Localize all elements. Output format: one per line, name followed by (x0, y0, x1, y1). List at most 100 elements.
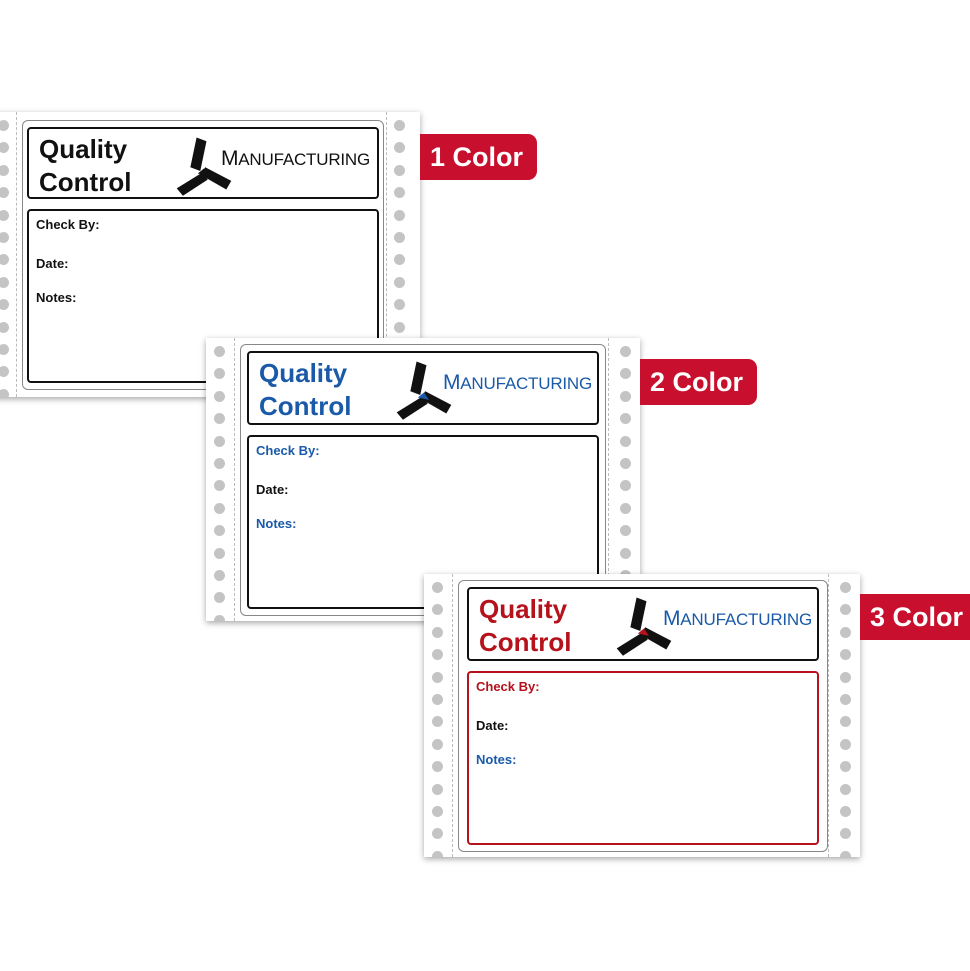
tractor-hole (214, 390, 225, 402)
tractor-hole (214, 368, 225, 380)
label-sheet-2-color: Quality Control MANUFACTURING Check By: … (206, 338, 640, 621)
tractor-hole (432, 828, 443, 840)
tractor-hole (620, 346, 631, 357)
tractor-hole (840, 626, 851, 638)
tractor-hole (0, 164, 9, 176)
tractor-hole (432, 604, 443, 616)
tractor-hole (394, 142, 405, 154)
tractor-hole (840, 761, 851, 773)
tractor-hole (214, 547, 225, 559)
tractor-hole (432, 738, 443, 750)
tractor-hole (840, 806, 851, 817)
title-quality-control: Quality Control (39, 134, 132, 197)
tractor-hole (394, 187, 405, 199)
tractor-hole (394, 254, 405, 266)
tractor-hole (0, 142, 9, 154)
tractor-hole (214, 480, 225, 492)
tractor-hole (214, 413, 225, 425)
tractor-hole (0, 187, 9, 199)
tractor-hole (432, 626, 443, 638)
tractor-hole (432, 582, 443, 593)
variant-tag-2-color: 2 Color (640, 359, 758, 405)
tractor-hole (620, 502, 631, 514)
field-notes: Notes: (476, 752, 517, 767)
tractor-hole (840, 828, 851, 840)
label-header: Quality Control MANUFACTURING (467, 587, 819, 661)
tractor-hole (620, 458, 631, 469)
tractor-hole (0, 321, 9, 333)
brand-manufacturing: MANUFACTURING (221, 147, 371, 170)
perforation-right (386, 112, 387, 397)
tractor-hole (0, 232, 9, 243)
tractor-hole (432, 671, 443, 683)
tractor-hole (0, 209, 9, 221)
tractor-hole (840, 850, 851, 857)
title-quality-control: Quality Control (259, 358, 352, 421)
tractor-hole (432, 716, 443, 728)
tractor-hole (432, 850, 443, 857)
tractor-holes-left (210, 338, 230, 621)
tractor-hole (620, 368, 631, 380)
field-check-by: Check By: (256, 443, 320, 458)
tractor-hole (394, 164, 405, 176)
tractor-hole (394, 299, 405, 311)
field-date: Date: (476, 718, 509, 733)
label-card: Quality Control MANUFACTURING Check By: … (240, 344, 606, 616)
tractor-hole (214, 614, 225, 621)
manufacturing-logo-icon (396, 361, 452, 420)
tractor-hole (840, 694, 851, 705)
label-sheet-3-color: Quality Control MANUFACTURING Check By: … (424, 574, 860, 857)
tractor-hole (0, 276, 9, 288)
tractor-hole (0, 299, 9, 311)
tractor-hole (432, 761, 443, 773)
label-card: Quality Control MANUFACTURING Check By: … (458, 580, 828, 852)
field-notes: Notes: (36, 290, 77, 305)
tractor-hole (394, 120, 405, 131)
tractor-hole (432, 694, 443, 705)
tractor-hole (432, 783, 443, 795)
tractor-hole (620, 480, 631, 492)
perforation-left (16, 112, 17, 397)
tractor-hole (0, 254, 9, 266)
tractor-hole (0, 344, 9, 355)
tractor-hole (840, 604, 851, 616)
tractor-hole (394, 321, 405, 333)
perforation-left (234, 338, 235, 621)
tractor-hole (214, 525, 225, 537)
variant-tag-1-color: 1 Color (420, 134, 538, 180)
tractor-hole (432, 649, 443, 661)
field-date: Date: (36, 256, 69, 271)
tractor-hole (620, 547, 631, 559)
label-sheet-1-color: Quality Control MANUFACTURING Check By: … (0, 112, 420, 397)
label-header: Quality Control MANUFACTURING (27, 127, 379, 199)
tractor-hole (840, 716, 851, 728)
field-notes: Notes: (256, 516, 297, 531)
tractor-hole (840, 582, 851, 593)
tractor-hole (840, 738, 851, 750)
tractor-hole (214, 346, 225, 357)
brand-manufacturing: MANUFACTURING (443, 371, 593, 394)
tractor-hole (840, 783, 851, 795)
tractor-holes-left (0, 112, 14, 397)
tractor-hole (394, 209, 405, 221)
tractor-hole (0, 366, 9, 378)
tractor-hole (214, 435, 225, 447)
field-check-by: Check By: (476, 679, 540, 694)
variant-tag-3-color: 3 Color (860, 594, 970, 640)
perforation-right (828, 574, 829, 857)
tractor-hole (620, 435, 631, 447)
tractor-hole (432, 806, 443, 817)
tractor-hole (0, 388, 9, 397)
label-card: Quality Control MANUFACTURING Check By: … (22, 120, 384, 390)
tractor-hole (620, 413, 631, 425)
manufacturing-logo-icon (176, 137, 232, 196)
label-fields-box: Check By: Date: Notes: (467, 671, 819, 845)
title-quality-control: Quality Control (479, 594, 572, 657)
tractor-hole (0, 120, 9, 131)
tractor-hole (214, 570, 225, 581)
tractor-hole (394, 276, 405, 288)
tractor-hole (840, 649, 851, 661)
tractor-holes-left (428, 574, 448, 857)
tractor-hole (214, 458, 225, 469)
perforation-left (452, 574, 453, 857)
